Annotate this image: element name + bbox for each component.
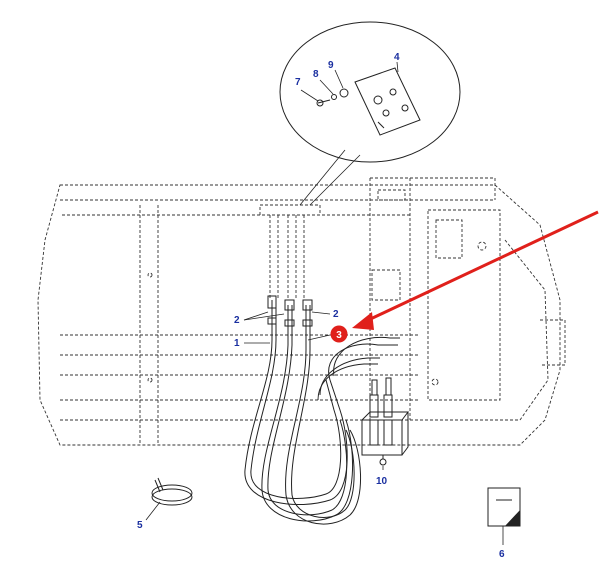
callout-4: 4: [394, 52, 400, 63]
leader-lines: [145, 61, 504, 545]
hydraulic-lines-hidden: [269, 215, 305, 300]
washer: [339, 88, 349, 98]
bolt: [317, 99, 331, 104]
coupler-block: [361, 377, 409, 466]
callout-5: 5: [137, 520, 143, 531]
red-arrow: [352, 210, 599, 330]
hose-fittings: [267, 295, 313, 327]
callout-3: 3: [336, 330, 342, 341]
callout-6: 6: [499, 549, 505, 560]
nut: [331, 94, 337, 100]
callout-7: 7: [295, 77, 301, 88]
callout-2-left: 2: [234, 315, 240, 326]
callout-2-right: 2: [333, 309, 339, 320]
hose-clamp: [151, 477, 193, 506]
warning-label: [487, 487, 521, 527]
mounting-plate: [354, 67, 421, 136]
detail-bubble: [279, 21, 461, 206]
callout-10: 10: [376, 476, 388, 487]
hydraulic-hoses: [244, 300, 400, 525]
highlight-marker: 3: [330, 325, 348, 343]
callout-9: 9: [328, 60, 334, 71]
callout-8: 8: [313, 69, 319, 80]
machine-housing: [37, 177, 566, 446]
callout-1: 1: [234, 338, 240, 349]
